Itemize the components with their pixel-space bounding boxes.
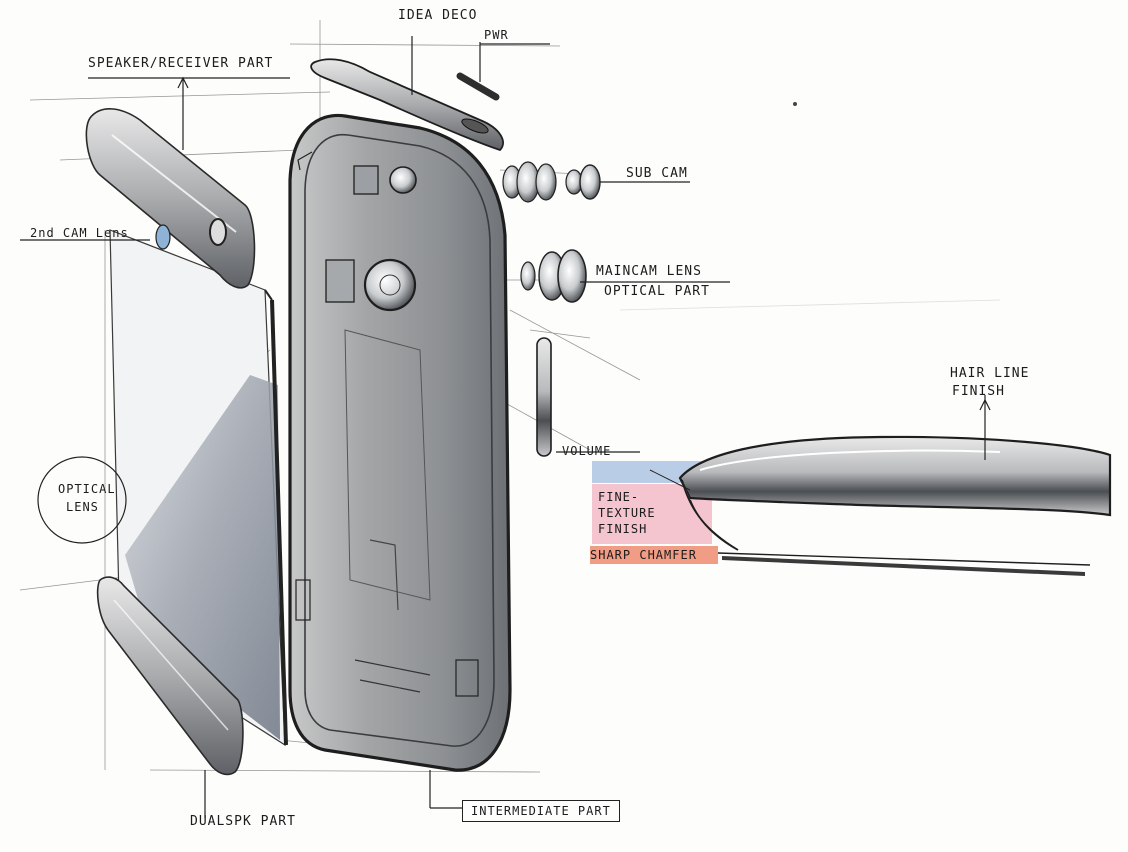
sub-cam-lens-stack: [502, 161, 601, 203]
label-optical: OPTICAL: [58, 482, 116, 496]
label-dual-spk-part: DUALSPK PART: [190, 814, 296, 829]
label-speaker-receiver-part: SPEAKER/RECEIVER PART: [88, 56, 274, 71]
label-intermediate-part: INTERMEDIATE PART: [462, 800, 620, 822]
power-button: [456, 72, 500, 101]
main-housing: [288, 113, 512, 772]
label-pwr: PWR: [484, 28, 509, 42]
label-sub-cam: SUB CAM: [626, 166, 688, 181]
volume-rocker: [536, 337, 552, 457]
main-cam-lens-stack: [520, 249, 587, 303]
label-idea-deco: IDEA DECO: [398, 8, 478, 23]
label-texture-finish: FINISH: [598, 522, 648, 536]
edge-cross-section: [590, 435, 1112, 576]
label-finish: FINISH: [952, 384, 1005, 399]
label-fine: FINE-: [598, 490, 640, 504]
label-sharp-chamfer: SHARP CHAMFER: [590, 548, 697, 562]
label-optical-part: OPTICAL PART: [604, 284, 710, 299]
speaker-receiver-cap: [85, 108, 256, 289]
optical-lens-callout-circle: [37, 456, 127, 544]
dual-speaker-bar: [96, 576, 244, 776]
leader-lines: [20, 36, 991, 818]
label-hair-line: HAIR LINE: [950, 366, 1030, 381]
label-main-cam-lens: MAINCAM LENS: [596, 264, 702, 279]
label-texture: TEXTURE: [598, 506, 656, 520]
label-volume: VOLUME: [562, 444, 612, 458]
label-lens: LENS: [66, 500, 99, 514]
idea-deco-strip: [310, 58, 504, 152]
label-2nd-cam-lens: 2nd CAM Lens: [30, 226, 129, 240]
